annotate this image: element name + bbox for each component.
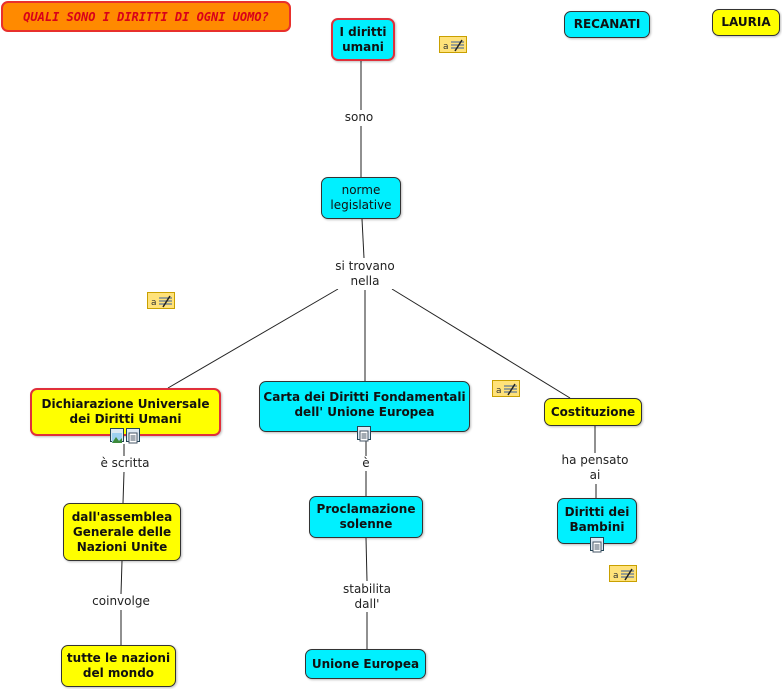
node-recanati[interactable]: RECANATI	[564, 11, 650, 38]
line-si-trovano-costituzione	[391, 288, 571, 399]
node-label: LAURIA	[721, 15, 771, 29]
link-e[interactable]: è	[359, 456, 373, 471]
node-label: Dichiarazione Universale dei Diritti Uma…	[41, 397, 210, 426]
map-title: QUALI SONO I DIRITTI DI OGNI UOMO?	[1, 1, 291, 32]
note-icon[interactable]: a	[609, 565, 637, 582]
node-assemblea-generale[interactable]: dall'assemblea Generale delle Nazioni Un…	[63, 503, 181, 561]
note-icon[interactable]: a	[492, 380, 520, 397]
link-stabilita-dall[interactable]: stabilita dall'	[338, 582, 396, 612]
line-norme-si-trovano	[361, 218, 365, 259]
link-coinvolge[interactable]: coinvolge	[88, 594, 154, 609]
note-icon[interactable]: a	[147, 292, 175, 309]
document-icon[interactable]	[590, 537, 604, 553]
image-icon[interactable]	[110, 428, 124, 443]
node-dichiarazione-universale[interactable]: Dichiarazione Universale dei Diritti Uma…	[30, 388, 221, 436]
node-label: Proclamazione solenne	[316, 502, 416, 531]
node-unione-europea[interactable]: Unione Europea	[305, 649, 426, 679]
node-label: RECANATI	[573, 17, 641, 31]
node-proclamazione-solenne[interactable]: Proclamazione solenne	[309, 496, 423, 538]
link-e-scritta[interactable]: è scritta	[95, 456, 155, 471]
svg-text:a: a	[151, 298, 157, 308]
line-si-trovano-dichiarazione	[167, 288, 339, 389]
node-label: Costituzione	[550, 404, 636, 419]
note-icon[interactable]: a	[439, 36, 467, 53]
node-carta-diritti[interactable]: Carta dei Diritti Fondamentali dell' Uni…	[259, 381, 470, 432]
line-scritta-assemblea	[122, 471, 125, 504]
link-si-trovano[interactable]: si trovano nella	[330, 259, 400, 289]
node-label: Carta dei Diritti Fondamentali dell' Uni…	[263, 390, 466, 419]
svg-text:a: a	[496, 386, 502, 396]
node-label: Unione Europea	[311, 656, 420, 671]
link-ha-pensato[interactable]: ha pensato ai	[555, 453, 635, 483]
document-icon[interactable]	[126, 428, 140, 444]
node-costituzione[interactable]: Costituzione	[544, 398, 642, 426]
node-nazioni-mondo[interactable]: tutte le nazioni del mondo	[61, 645, 176, 687]
line-assemblea-coinvolge	[120, 560, 123, 595]
document-icon[interactable]	[357, 426, 371, 442]
line-proclamazione-stabilita	[365, 537, 368, 582]
node-lauria[interactable]: LAURIA	[712, 9, 780, 36]
node-label: tutte le nazioni del mondo	[66, 651, 171, 680]
node-label: norme legislative	[330, 183, 392, 212]
node-norme-legislative[interactable]: norme legislative	[321, 177, 401, 219]
svg-text:a: a	[443, 42, 449, 52]
node-label: dall'assemblea Generale delle Nazioni Un…	[71, 509, 173, 554]
node-diritti-umani[interactable]: I diritti umani	[331, 18, 395, 61]
link-sono[interactable]: sono	[341, 110, 377, 125]
node-label: Diritti dei Bambini	[564, 505, 630, 534]
svg-text:a: a	[613, 571, 619, 581]
node-label: I diritti umani	[339, 24, 387, 54]
node-diritti-bambini[interactable]: Diritti dei Bambini	[557, 498, 637, 544]
